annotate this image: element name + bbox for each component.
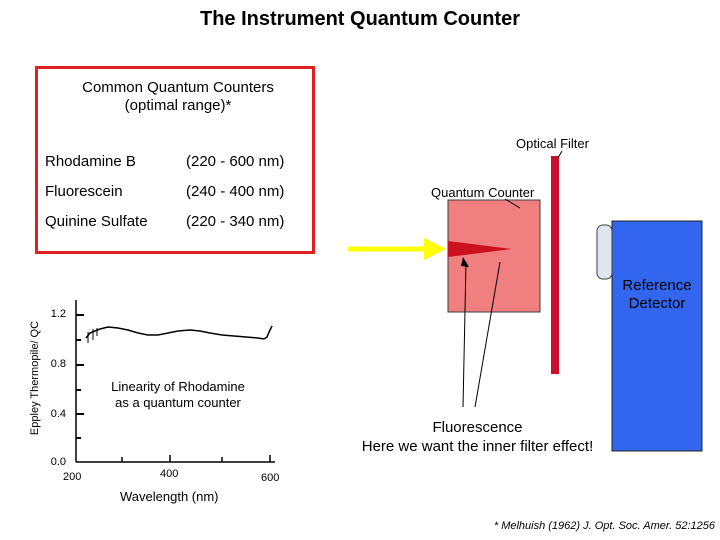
- fluorescence-line-2: Here we want the inner filter effect!: [361, 438, 594, 455]
- linearity-caption: Linearity of Rhodamine as a quantum coun…: [88, 379, 268, 411]
- quantum-counter-label: Quantum Counter: [431, 185, 535, 200]
- fluorescence-caption: Fluorescence Here we want the inner filt…: [335, 418, 620, 456]
- beam-arrowhead: [424, 238, 446, 260]
- y-tick-label: 0.0: [50, 456, 66, 468]
- heading-line-2: (optimal range)*: [124, 97, 232, 114]
- reference-detector: [611, 220, 703, 452]
- counter-range-quinine: (220 - 340 nm): [186, 213, 285, 230]
- footnote-citation: * Melhuish (1962) J. Opt. Soc. Amer. 52:…: [493, 520, 715, 532]
- counter-range-rhodamine: (220 - 600 nm): [186, 153, 285, 170]
- counter-range-fluorescein: (240 - 400 nm): [186, 183, 285, 200]
- fluorescence-leader-arrow-1: [461, 257, 469, 267]
- plot-y-axis-label: Eppley Thermopile/ QC: [29, 320, 41, 436]
- quantum-counter-leader: [504, 198, 521, 209]
- linearity-curve: [85, 325, 273, 340]
- quantum-counters-box: [35, 66, 315, 254]
- optical-filter: [551, 156, 559, 374]
- linearity-line-2: as a quantum counter: [115, 395, 241, 410]
- y-tick-label: 1.2: [50, 308, 66, 320]
- fluorescence-line-1: Fluorescence: [432, 419, 523, 436]
- x-tick-label: 600: [261, 472, 280, 484]
- reference-detector-line-2: Detector: [628, 295, 686, 312]
- y-tick-label: 0.8: [50, 358, 66, 370]
- x-tick-label: 400: [160, 468, 179, 480]
- optical-filter-leader: [557, 150, 563, 159]
- fluorescence-leader-2: [474, 261, 501, 408]
- counter-name-quinine: Quinine Sulfate: [45, 213, 148, 230]
- reference-detector-line-1: Reference: [622, 277, 692, 294]
- quantum-counters-heading: Common Quantum Counters (optimal range)*: [38, 79, 318, 115]
- y-tick-label: 0.4: [50, 408, 66, 420]
- heading-line-1: Common Quantum Counters: [82, 79, 274, 96]
- plot-x-axis-label: Wavelength (nm): [120, 489, 219, 504]
- x-tick-label: 200: [63, 471, 82, 483]
- page-title: The Instrument Quantum Counter: [200, 8, 520, 30]
- detector-window: [596, 224, 613, 280]
- counter-name-fluorescein: Fluorescein: [45, 183, 123, 200]
- counter-name-rhodamine: Rhodamine B: [45, 153, 136, 170]
- fluorescence-leader-1: [462, 261, 467, 408]
- reference-detector-label: Reference Detector: [612, 277, 702, 313]
- cuvette: [447, 199, 541, 313]
- optical-filter-label: Optical Filter: [516, 136, 589, 151]
- linearity-line-1: Linearity of Rhodamine: [111, 379, 245, 394]
- fluorescence-wedge: [448, 241, 512, 257]
